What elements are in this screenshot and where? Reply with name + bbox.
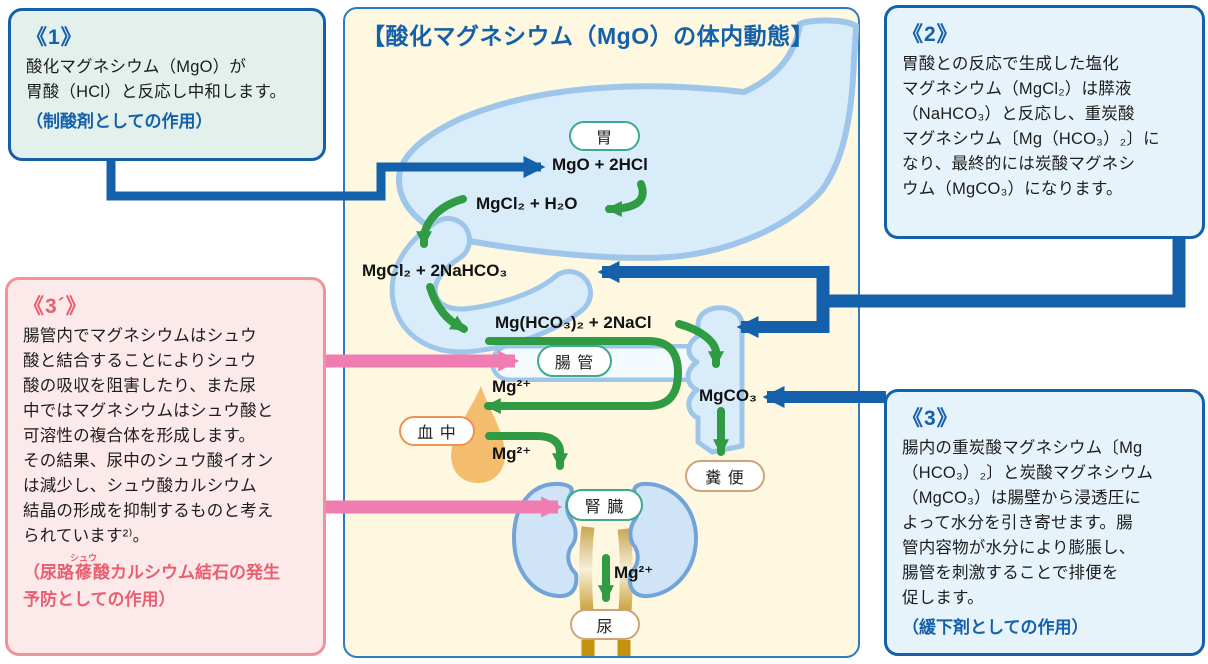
intestine-label: 腸 管	[537, 345, 612, 377]
mg-ion-absorbed: Mg²⁺	[492, 377, 532, 396]
ruby-oxalate: 蓚シュウ	[70, 553, 97, 582]
kidney-label: 腎 臓	[566, 489, 643, 521]
formula-stomach-product: MgCl₂ + H₂O	[476, 194, 578, 213]
mg-ion-blood: Mg²⁺	[492, 444, 532, 463]
formula-carbonate: MgCO₃	[699, 386, 757, 405]
note-box-2-body: 胃酸との反応で生成した塩化 マグネシウム（MgCl₂）は膵液 （NaHCO₃）と…	[902, 55, 1160, 198]
note-box-3dash-stone-prevention: 《3´》 腸管内でマグネシウムはシュウ 酸と結合することによりシュウ 酸の吸収を…	[5, 277, 326, 656]
note-box-3dash-effect: （尿路蓚シュウ酸カルシウム結石の発生予防としての作用）	[23, 553, 285, 613]
note-box-3dash-heading: 《3´》	[23, 295, 88, 318]
mg-ion-urine: Mg²⁺	[614, 563, 654, 582]
note-box-3-effect: （緩下剤としての作用）	[902, 618, 1089, 637]
note-box-2-reaction: 《2》 胃酸との反応で生成した塩化 マグネシウム（MgCl₂）は膵液 （NaHC…	[884, 5, 1205, 239]
urine-label: 尿	[570, 609, 640, 640]
note-box-3dash-body: 腸管内でマグネシウムはシュウ 酸と結合することによりシュウ 酸の吸収を阻害したり…	[23, 327, 274, 545]
note-box-1-heading: 《1》	[26, 26, 83, 49]
formula-pancreatic-reaction: MgCl₂ + 2NaHCO₃	[362, 261, 508, 280]
ruby-base: 蓚	[70, 563, 97, 582]
note-box-3-body: 腸内の重炭酸マグネシウム〔Mg （HCO₃）₂〕と炭酸マグネシウム （MgCO₃…	[902, 439, 1154, 607]
stomach-label: 胃	[569, 121, 640, 151]
diagram-title: 【酸化マグネシウム（MgO）の体内動態】	[362, 23, 815, 49]
ruby-reading: シュウ	[70, 553, 98, 563]
note-box-2-heading: 《2》	[902, 23, 959, 46]
connector-box2-main	[823, 238, 1186, 308]
effect-text-post: 酸カルシウム結石の発生予防としての作用）	[23, 563, 280, 609]
note-box-3-heading: 《3》	[902, 407, 959, 430]
effect-text-pre: （尿路	[23, 563, 74, 582]
formula-bicarbonate-product: Mg(HCO₃)₂ + 2NaCl	[495, 313, 652, 332]
note-box-3-laxative: 《3》 腸内の重炭酸マグネシウム〔Mg （HCO₃）₂〕と炭酸マグネシウム （M…	[884, 389, 1205, 656]
note-box-1-antacid: 《1》 酸化マグネシウム（MgO）が 胃酸（HCl）と反応し中和します。 （制酸…	[8, 8, 326, 161]
feces-label: 糞 便	[685, 460, 765, 492]
note-box-1-effect: （制酸剤としての作用）	[26, 112, 213, 131]
formula-stomach-reaction: MgO + 2HCl	[552, 155, 648, 174]
note-box-1-body: 酸化マグネシウム（MgO）が 胃酸（HCl）と反応し中和します。	[26, 58, 287, 101]
blood-label: 血 中	[399, 416, 475, 446]
